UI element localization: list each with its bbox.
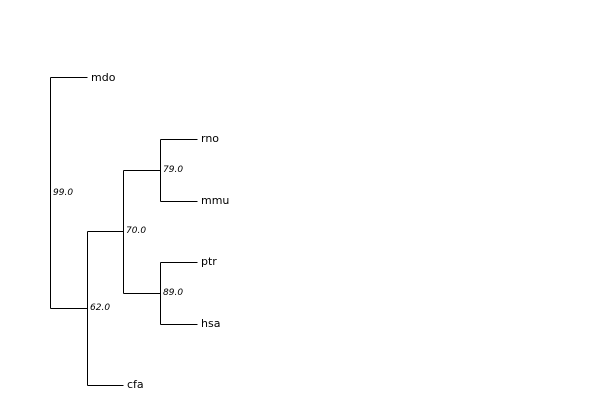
rodent-primate-clade: 70.0 [123,170,161,294]
leaf-label-cfa: cfa [127,378,144,391]
leaf-label-mdo: mdo [91,71,116,84]
support-value-rodent: 79.0 [163,165,183,175]
support-value-root: 99.0 [53,188,73,198]
leaf-label-hsa: hsa [201,317,220,330]
leaf-labels: mdo rno mmu ptr hsa cfa [91,71,229,391]
support-value-rodent-primate: 70.0 [126,226,146,236]
leaf-label-rno: rno [201,132,219,145]
leaf-label-ptr: ptr [201,255,217,268]
support-value-eutheria: 62.0 [90,303,110,313]
leaf-label-mmu: mmu [201,194,229,207]
rodent-clade: 79.0 [160,139,198,202]
root-clade: 99.0 [50,77,88,309]
eutheria-clade: 62.0 [87,231,124,386]
support-value-primate: 89.0 [163,288,183,298]
primate-clade: 89.0 [160,262,198,325]
